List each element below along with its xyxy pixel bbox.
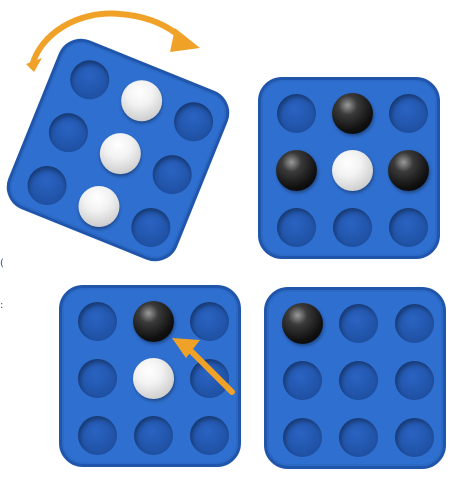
edge-mark: (: [0, 258, 4, 269]
edge-mark: :: [0, 300, 3, 311]
curved-rotate-arrow-icon: [26, 14, 200, 72]
diagonal-move-arrow-icon: [172, 338, 232, 392]
